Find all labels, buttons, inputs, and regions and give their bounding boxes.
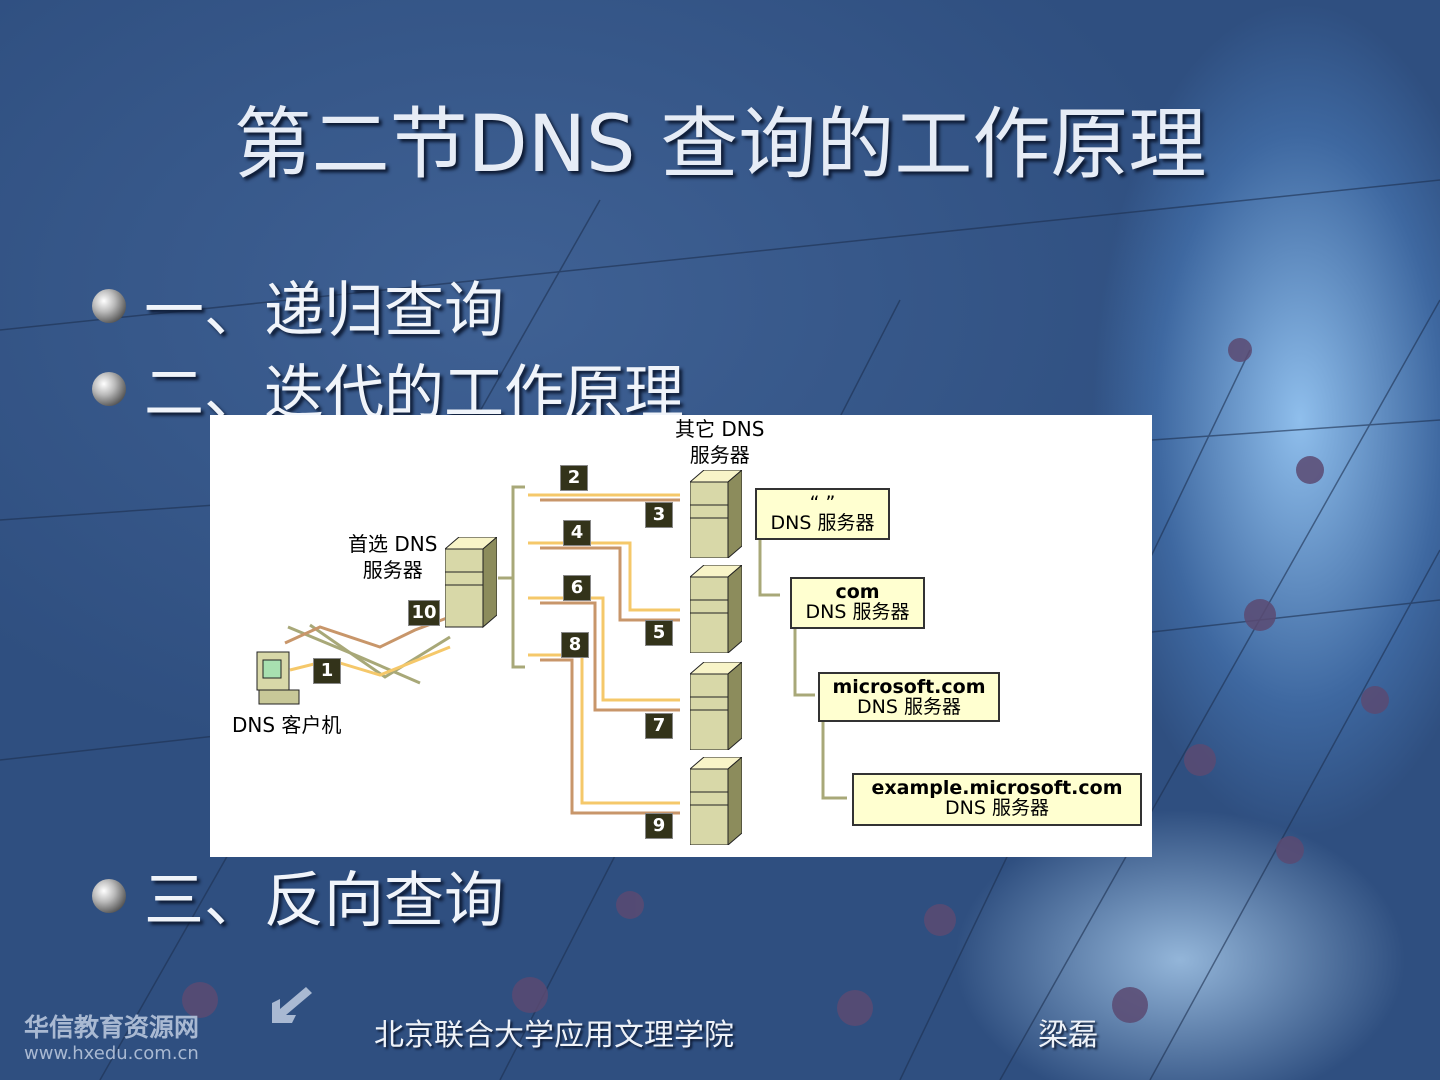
other-server-icon [690, 565, 742, 653]
footer-author: 梁磊 [1038, 1018, 1098, 1053]
bullet-icon [92, 878, 126, 913]
step-badge: 10 [408, 600, 440, 626]
step-badge: 1 [313, 658, 341, 684]
logo-name: 华信教育资源网 [24, 1013, 200, 1042]
bullet-recursive: 一、递归查询 [92, 262, 504, 349]
other-server-icon [690, 757, 742, 845]
slide-title: 第二节DNS 查询的工作原理 [233, 100, 1207, 190]
root-dns-box: “ ”DNS 服务器 [755, 488, 890, 540]
footer-school: 北京联合大学应用文理学院 [374, 1018, 734, 1053]
diagram-arrows [284, 485, 847, 815]
step-badge: 5 [645, 620, 673, 646]
bullet-icon [92, 371, 126, 406]
step-badge: 3 [645, 502, 673, 528]
logo-url: www.hxedu.com.cn [24, 1043, 199, 1064]
step-badge: 2 [560, 465, 588, 491]
other-server-icon [690, 662, 742, 750]
client-label: DNS 客户机 [232, 713, 342, 737]
client-computer-icon [256, 651, 300, 705]
step-badge: 6 [563, 575, 591, 601]
bullet-reverse: 三、反向查询 [92, 852, 504, 939]
preferred-server-icon [445, 537, 497, 629]
bullet-icon [92, 288, 126, 323]
other-server-icon [690, 470, 742, 558]
back-arrow-icon[interactable] [268, 985, 312, 1025]
step-badge: 7 [645, 713, 673, 739]
step-badge: 4 [563, 520, 591, 546]
step-badge: 8 [561, 632, 589, 658]
step-badge: 9 [645, 813, 673, 839]
bullet-text: 一、递归查询 [144, 276, 504, 346]
bullet-text: 三、反向查询 [144, 866, 504, 936]
